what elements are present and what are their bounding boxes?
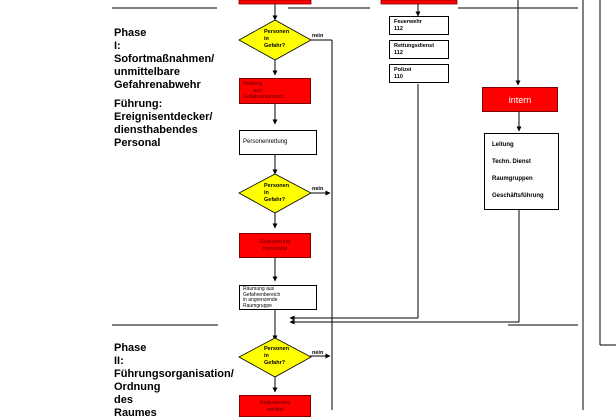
phase2-title-line: Ordnung: [114, 381, 161, 393]
contact-name: Feuerwehr: [394, 19, 422, 25]
phase2-title-line: des: [114, 394, 133, 406]
phase1-title-line: unmittelbare: [114, 66, 181, 78]
decision-diamond-1: [238, 19, 312, 61]
evacuation-vertical-box: Evakuierung vertikal: [239, 395, 311, 417]
phase1-title-line: Phase: [114, 27, 147, 39]
top-red-box-right: [380, 0, 458, 5]
phase2-title-line: Phase: [114, 342, 147, 354]
evac-h-line: Evakuierung: [259, 239, 291, 245]
decision-1-label: Personen in Gefahr?: [264, 29, 289, 50]
decision-line: Gefahr?: [264, 197, 286, 203]
rescue-box: Rettung aus Gefahrenbereich: [239, 78, 311, 104]
phase2-title: Phase II: Führungsorganisation/ Ordnung …: [114, 342, 234, 420]
evac-h-line: horizontal: [263, 245, 287, 252]
phase2-title-line: Raumes: [114, 407, 157, 419]
decision-line: Personen: [264, 29, 290, 35]
contact-name: Polizei: [394, 67, 412, 73]
intern-list-item: Leitung: [492, 142, 514, 148]
phase1-title-line: Sofortmaßnahmen/: [114, 53, 215, 65]
decision-line: in: [264, 36, 269, 42]
flowchart-connectors: [112, 0, 616, 410]
decision-line: in: [264, 353, 269, 359]
clearing-box: Räumung aus Gefahrenbereich in angrenzen…: [239, 285, 317, 310]
top-red-box-left: [238, 0, 312, 5]
intern-list-item: Techn. Dienst: [492, 159, 531, 165]
decision-diamond-2: [238, 173, 312, 214]
contact-box-2: Rettungsdienst 112: [389, 40, 449, 59]
person-rescue-line: Personenrettung: [243, 139, 288, 146]
rescue-line: aus: [253, 87, 262, 94]
phase1-lead-line: Führung:: [114, 98, 163, 110]
evac-v-line: Evakuierung: [259, 400, 291, 406]
decision-line: Personen: [264, 346, 290, 352]
decision-diamond-3: [238, 337, 312, 378]
contact-number: 110: [394, 74, 403, 80]
decision-line: Gefahr?: [264, 360, 286, 366]
phase1-lead: Führung: Ereignisentdecker/ diensthabend…: [114, 98, 212, 150]
rescue-line: Rettung: [243, 81, 263, 87]
decision-line: Gefahr?: [264, 43, 286, 49]
decision-3-label: Personen in Gefahr?: [264, 346, 289, 367]
phase2-title-line: II:: [114, 355, 124, 367]
phase1-title-line: Gefahrenabwehr: [114, 79, 201, 91]
decision-1-no-label: nein: [312, 33, 324, 39]
clearing-line: Gefahrenbereich: [243, 291, 281, 298]
person-rescue-box: Personenrettung: [239, 130, 317, 155]
decision-line: in: [264, 190, 269, 196]
phase1-lead-line: Personal: [114, 137, 161, 149]
contact-box-1: Feuerwehr 112: [389, 16, 449, 35]
rescue-line: Gefahrenbereich: [243, 94, 284, 100]
intern-list-item: Geschäftsführung: [492, 193, 544, 199]
intern-box: intern: [482, 87, 558, 112]
intern-list-box: Leitung Techn. Dienst Raumgruppen Geschä…: [484, 133, 559, 210]
phase1-title-line: I:: [114, 40, 121, 52]
decision-3-no-label: nein: [312, 350, 324, 356]
decision-2-no-label: nein: [312, 186, 324, 192]
clearing-line: Räumung aus: [243, 286, 275, 292]
clearing-line: Raumgruppe: [243, 302, 272, 309]
phase1-lead-line: diensthabendes: [114, 124, 198, 136]
contact-name: Rettungsdienst: [394, 43, 435, 49]
decision-line: Personen: [264, 183, 290, 189]
evacuation-horizontal-box: Evakuierung horizontal: [239, 233, 311, 258]
contact-number: 112: [394, 26, 403, 32]
phase1-title: Phase I: Sofortmaßnahmen/ unmittelbare G…: [114, 27, 214, 92]
contact-number: 112: [394, 50, 403, 56]
phase2-title-line: Führungsorganisation/: [114, 368, 234, 380]
phase1-lead-line: Ereignisentdecker/: [114, 111, 213, 123]
clearing-line: in angrenzende: [243, 297, 278, 303]
contact-box-3: Polizei 110: [389, 64, 449, 83]
intern-list-item: Raumgruppen: [492, 176, 533, 182]
decision-2-label: Personen in Gefahr?: [264, 183, 289, 204]
